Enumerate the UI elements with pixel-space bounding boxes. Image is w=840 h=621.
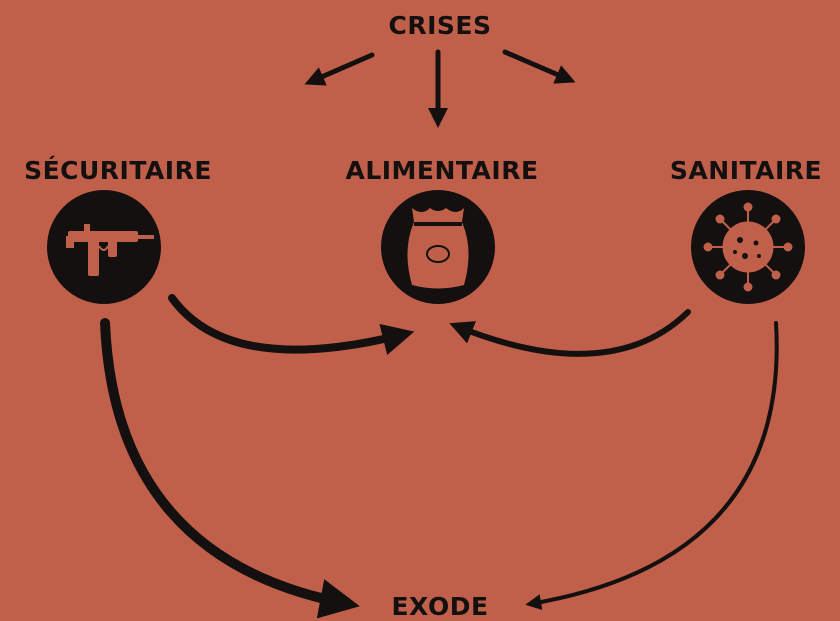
food-sack-icon [407, 208, 469, 289]
title-crises: CRISES [388, 11, 492, 40]
arrow-securitaire-to-alimentaire [168, 294, 415, 355]
arrow-sanitaire-to-exode [525, 321, 779, 611]
arrow-securitaire-to-exode [100, 318, 360, 619]
node-label-securitaire: SÉCURITAIRE [24, 156, 212, 185]
outcome-exode: EXODE [391, 592, 489, 621]
virus-icon [703, 202, 793, 292]
arrow-crises-to-sanitaire [502, 49, 576, 84]
node-securitaire [47, 190, 161, 304]
arrow-crises-to-securitaire [304, 52, 375, 86]
node-label-alimentaire: ALIMENTAIRE [345, 156, 539, 185]
node-sanitaire [691, 190, 805, 304]
node-label-sanitaire: SANITAIRE [669, 156, 823, 185]
node-alimentaire [381, 190, 495, 304]
gun-icon [66, 224, 154, 276]
arrow-sanitaire-to-alimentaire [449, 309, 691, 357]
